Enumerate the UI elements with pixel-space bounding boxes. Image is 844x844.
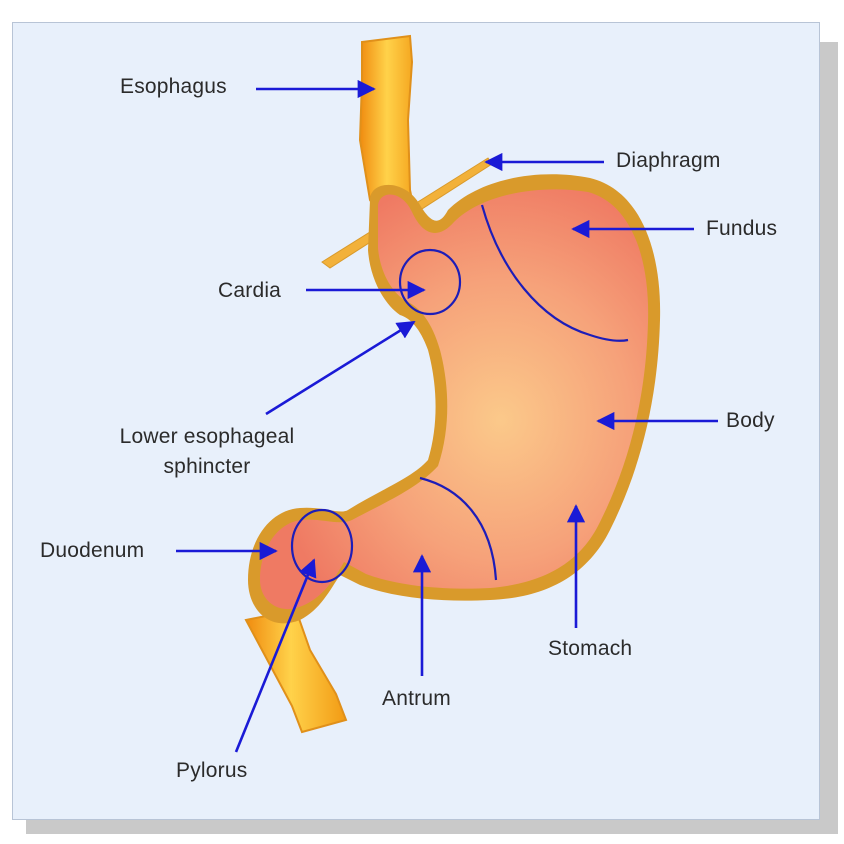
label-pylorus: Pylorus [176, 759, 248, 782]
label-lower-esophageal-sphincter: Lower esophageal sphincter [100, 424, 314, 480]
label-fundus: Fundus [706, 217, 778, 240]
stomach-inner-shape [260, 189, 649, 610]
duodenum-tail-shape [244, 608, 348, 734]
label-esophagus: Esophagus [120, 75, 227, 98]
label-stomach: Stomach [548, 637, 633, 660]
cardia-boundary [398, 248, 462, 316]
arrow-pylorus [234, 558, 317, 753]
label-body: Body [726, 409, 775, 432]
label-cardia: Cardia [218, 279, 282, 302]
label-les-line2: sphincter [163, 455, 251, 478]
region-boundaries [290, 204, 629, 584]
fundus-boundary [480, 204, 629, 342]
label-antrum: Antrum [382, 687, 451, 710]
pointer-arrows [176, 79, 718, 753]
label-diaphragm: Diaphragm [616, 149, 721, 172]
arrow-les [265, 320, 416, 416]
antrum-boundary [419, 476, 498, 581]
label-les-line1: Lower esophageal [119, 425, 295, 448]
pylorus-boundary [290, 508, 354, 584]
label-duodenum: Duodenum [40, 539, 145, 562]
